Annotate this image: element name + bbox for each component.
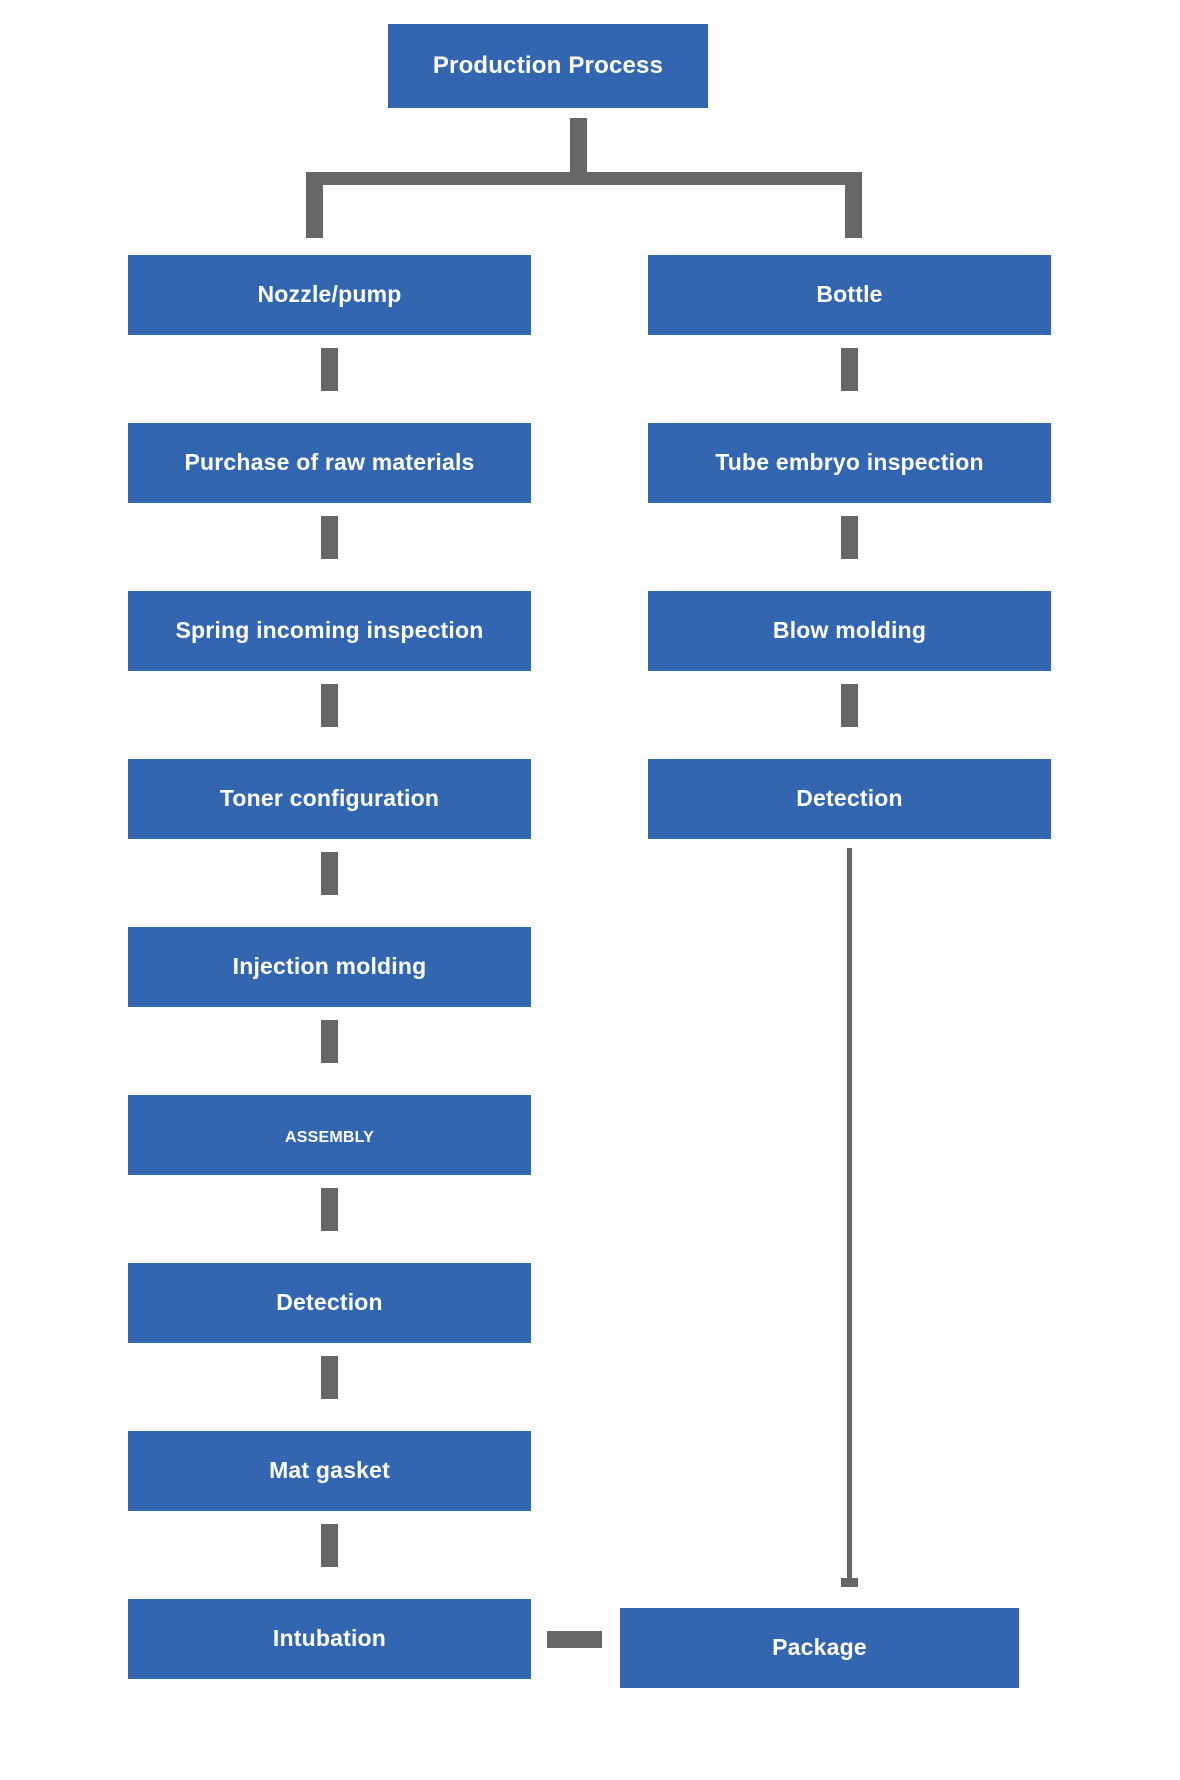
node-label: Detection xyxy=(796,785,903,812)
connector-title-down xyxy=(570,118,587,172)
node-spring-incoming-inspection[interactable]: Spring incoming inspection xyxy=(128,591,531,671)
connector-detection-to-package xyxy=(847,848,852,1585)
connector-left-5 xyxy=(321,1020,338,1063)
node-label: Nozzle/pump xyxy=(257,281,402,308)
connector-branch-right-drop xyxy=(845,172,862,238)
node-label: Toner configuration xyxy=(219,785,440,812)
node-toner-configuration[interactable]: Toner configuration xyxy=(128,759,531,839)
node-nozzle-pump[interactable]: Nozzle/pump xyxy=(128,255,531,335)
node-label: Package xyxy=(772,1634,867,1661)
connector-left-4 xyxy=(321,852,338,895)
node-label: Assembly xyxy=(284,1121,375,1148)
connector-right-1 xyxy=(841,348,858,391)
connector-left-1 xyxy=(321,348,338,391)
connector-left-2 xyxy=(321,516,338,559)
node-label: Mat gasket xyxy=(269,1457,390,1484)
node-label: Tube embryo inspection xyxy=(715,449,984,476)
connector-intubation-to-package xyxy=(547,1631,602,1648)
connector-branch-left-drop xyxy=(306,172,323,238)
connector-left-8 xyxy=(321,1524,338,1567)
connector-right-3 xyxy=(841,684,858,727)
node-mat-gasket[interactable]: Mat gasket xyxy=(128,1431,531,1511)
node-blow-molding[interactable]: Blow molding xyxy=(648,591,1051,671)
node-tube-embryo-inspection[interactable]: Tube embryo inspection xyxy=(648,423,1051,503)
node-assembly[interactable]: Assembly xyxy=(128,1095,531,1175)
node-purchase-of-raw-materials[interactable]: Purchase of raw materials xyxy=(128,423,531,503)
node-label: Detection xyxy=(276,1289,383,1316)
node-production-process[interactable]: Production Process xyxy=(388,24,708,108)
node-detection-left[interactable]: Detection xyxy=(128,1263,531,1343)
connector-right-2 xyxy=(841,516,858,559)
connector-package-foot xyxy=(841,1578,858,1587)
node-label: Bottle xyxy=(816,281,883,308)
connector-left-7 xyxy=(321,1356,338,1399)
node-label: Purchase of raw materials xyxy=(184,449,475,476)
node-label: Production Process xyxy=(432,51,664,79)
node-label: Spring incoming inspection xyxy=(175,617,484,644)
node-intubation[interactable]: Intubation xyxy=(128,1599,531,1679)
connector-left-3 xyxy=(321,684,338,727)
node-detection-right[interactable]: Detection xyxy=(648,759,1051,839)
node-package[interactable]: Package xyxy=(620,1608,1019,1688)
node-injection-molding[interactable]: Injection molding xyxy=(128,927,531,1007)
node-label: Injection molding xyxy=(232,953,427,980)
node-label: Intubation xyxy=(272,1625,387,1652)
node-label: Blow molding xyxy=(772,617,927,644)
connector-left-6 xyxy=(321,1188,338,1231)
connector-branch-rail xyxy=(306,172,862,185)
node-bottle[interactable]: Bottle xyxy=(648,255,1051,335)
